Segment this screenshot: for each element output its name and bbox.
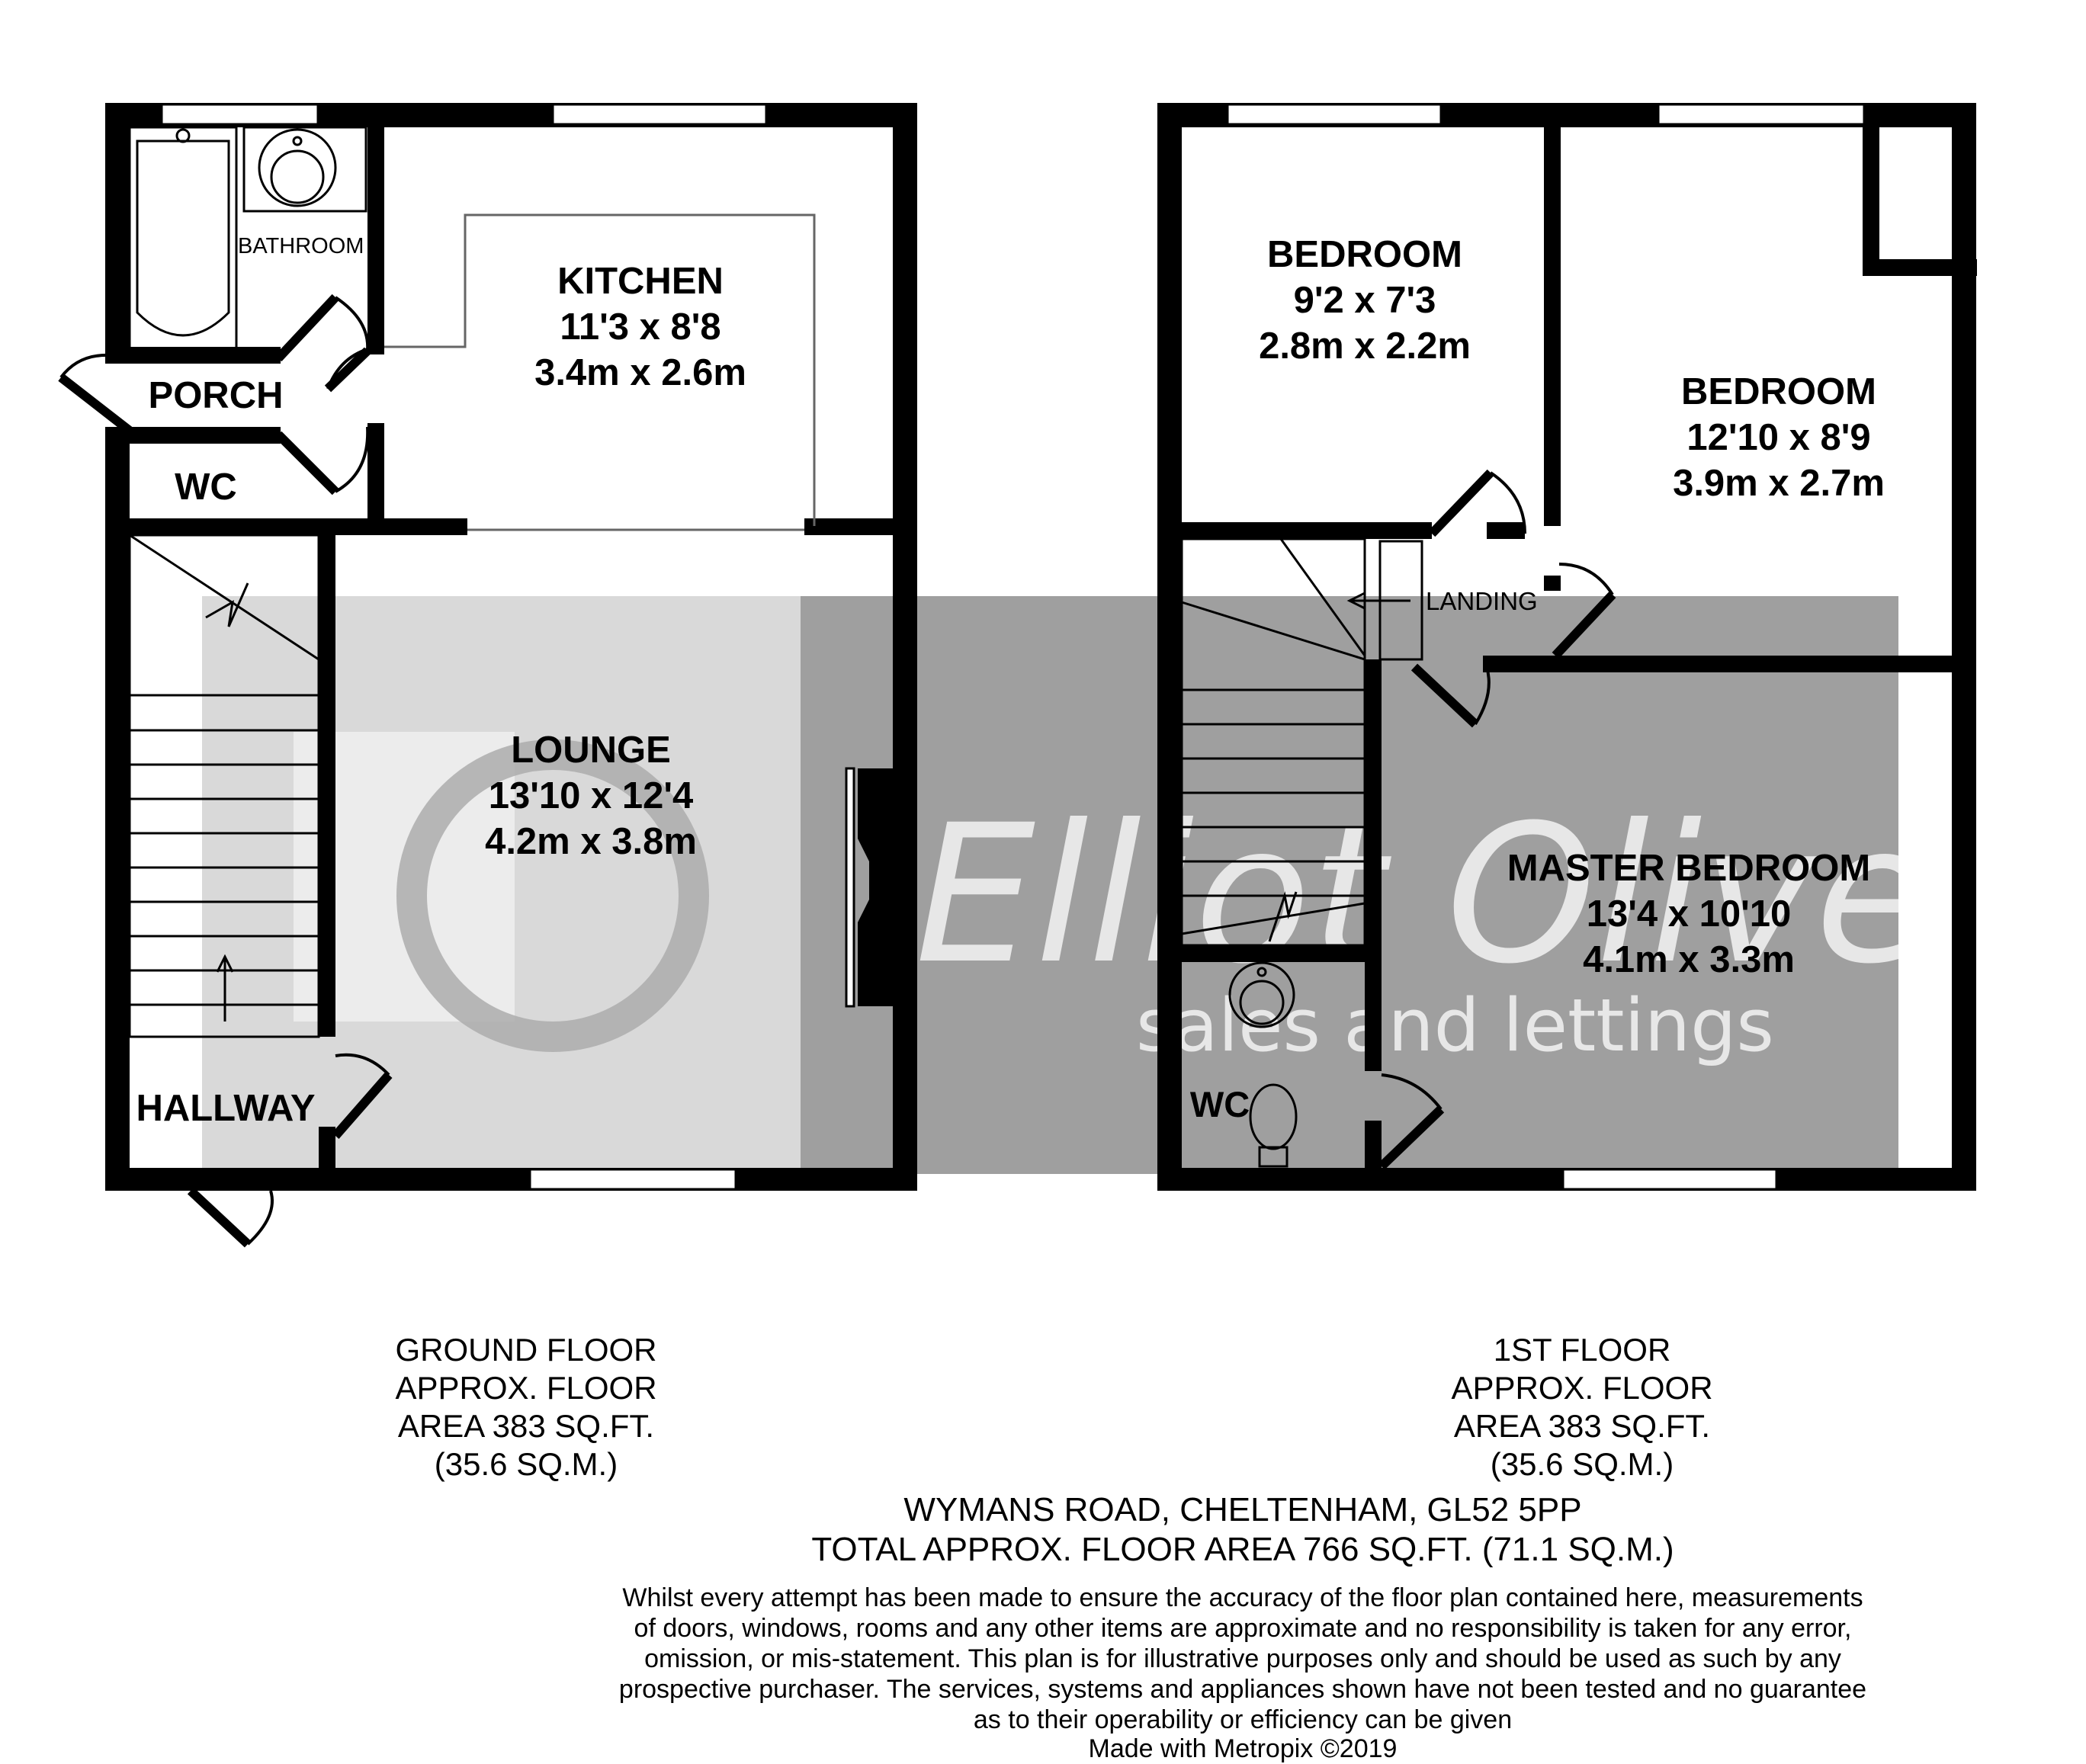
kitchen-worktop: [384, 213, 816, 531]
kitchen-label: KITCHEN: [557, 261, 724, 302]
master-bedroom-label: MASTER BEDROOM: [1507, 848, 1870, 889]
ground-wc-label: WC: [175, 467, 237, 508]
watermark: Elliot Oliver sales and lettings: [202, 596, 2020, 1174]
first-floor-labels: BEDROOM 9'2 x 7'3 2.8m x 2.2m BEDROOM 12…: [1190, 234, 1885, 1124]
ground-floor-walls: [105, 103, 917, 1191]
disclaimer-line-4: prospective purchaser. The services, sys…: [619, 1675, 1866, 1704]
disclaimer-line-3: omission, or mis-statement. This plan is…: [644, 1644, 1841, 1673]
master-bedroom-imperial: 13'4 x 10'10: [1587, 893, 1792, 935]
ground-floor-windows: [160, 103, 768, 1191]
disclaimer-line-2: of doors, windows, rooms and any other i…: [634, 1614, 1852, 1643]
lounge-chimney-breast: [845, 767, 893, 1008]
watermark-brand: Elliot Oliver: [915, 784, 2020, 1005]
bedroom-small-label: BEDROOM: [1267, 234, 1462, 275]
watermark-logo-ring: [396, 739, 709, 1052]
bedroom-large-imperial: 12'10 x 8'9: [1686, 417, 1870, 458]
ground-floor-doors: [58, 293, 393, 1248]
ground-area-line2: APPROX. FLOOR: [395, 1370, 656, 1406]
credit: Made with Metropix ©2019: [1089, 1734, 1398, 1763]
disclaimer-line-1: Whilst every attempt has been made to en…: [622, 1583, 1863, 1612]
first-area-line1: 1ST FLOOR: [1494, 1332, 1671, 1368]
hallway-label: HALLWAY: [136, 1088, 315, 1129]
first-floor-area-caption: 1ST FLOOR APPROX. FLOOR AREA 383 SQ.FT. …: [1451, 1332, 1712, 1482]
watermark-tagline: sales and lettings: [1136, 984, 1774, 1068]
basin-fixture: [242, 126, 367, 213]
first-floor-wc-toilet: [1249, 1083, 1298, 1168]
bath-fixture: [128, 126, 238, 350]
bedroom-small-imperial: 9'2 x 7'3: [1294, 280, 1436, 321]
first-area-line2: APPROX. FLOOR: [1451, 1370, 1712, 1406]
first-area-line3: AREA 383 SQ.FT.: [1454, 1408, 1710, 1444]
master-bedroom-metric: 4.1m x 3.3m: [1583, 939, 1795, 980]
ground-area-line4: (35.6 SQ.M.): [435, 1446, 618, 1482]
bedroom-large-metric: 3.9m x 2.7m: [1673, 463, 1885, 504]
address: WYMANS ROAD, CHELTENHAM, GL52 5PP: [903, 1491, 1581, 1528]
first-floor-staircase: [1180, 537, 1410, 947]
ground-floor-area-caption: GROUND FLOOR APPROX. FLOOR AREA 383 SQ.F…: [395, 1332, 656, 1482]
bedroom-large-label: BEDROOM: [1681, 371, 1876, 412]
plan-footer: WYMANS ROAD, CHELTENHAM, GL52 5PP TOTAL …: [619, 1491, 1866, 1763]
ground-area-line1: GROUND FLOOR: [395, 1332, 656, 1368]
kitchen-metric: 3.4m x 2.6m: [534, 352, 746, 393]
ground-area-line3: AREA 383 SQ.FT.: [398, 1408, 654, 1444]
lounge-imperial: 13'10 x 12'4: [489, 775, 694, 816]
bathroom-label: BATHROOM: [238, 234, 364, 258]
first-floor-doors: [1378, 469, 1616, 1170]
lounge-metric: 4.2m x 3.8m: [485, 821, 697, 862]
first-floor-walls: [1157, 103, 1977, 1191]
first-area-line4: (35.6 SQ.M.): [1491, 1446, 1674, 1482]
total-floor-area: TOTAL APPROX. FLOOR AREA 766 SQ.FT. (71.…: [811, 1531, 1674, 1568]
first-floor-windows: [1226, 103, 1866, 1191]
porch-label: PORCH: [149, 375, 284, 416]
first-wc-label: WC: [1190, 1084, 1250, 1124]
ground-floor-plan: [58, 103, 917, 1248]
first-floor-plan: [1157, 103, 1977, 1191]
disclaimer-line-5: as to their operability or efficiency ca…: [974, 1705, 1512, 1734]
ground-floor-staircase: [128, 534, 320, 1038]
lounge-label: LOUNGE: [511, 730, 671, 771]
ground-floor-labels: BATHROOM KITCHEN 11'3 x 8'8 3.4m x 2.6m …: [136, 234, 746, 1129]
landing-label: LANDING: [1426, 587, 1538, 615]
first-floor-wc-basin: [1228, 961, 1295, 1028]
kitchen-imperial: 11'3 x 8'8: [560, 306, 720, 348]
bedroom-small-metric: 2.8m x 2.2m: [1259, 326, 1471, 367]
